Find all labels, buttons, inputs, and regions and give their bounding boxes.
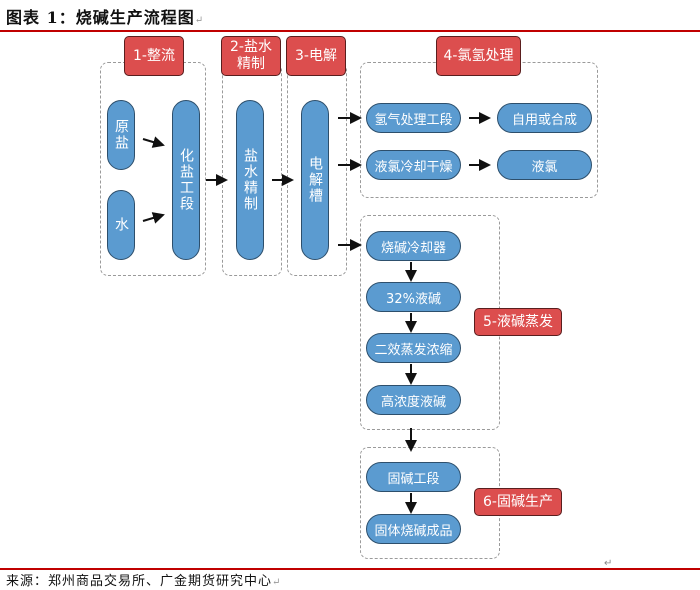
- figure-title: 图表 1：烧碱生产流程图↵: [6, 8, 205, 27]
- stage-tag-2: 2-盐水 精制: [221, 36, 281, 76]
- node-raw-salt: 原盐: [107, 100, 135, 170]
- node-water: 水: [107, 190, 135, 260]
- stage-tag-1: 1-整流: [124, 36, 184, 76]
- paragraph-mark: ↵: [604, 558, 613, 569]
- node-liquid-chlorine: 液氯: [497, 150, 592, 180]
- source-note: 来源：郑州商品交易所、广金期货研究中心↵: [6, 574, 282, 589]
- stage-tag-3: 3-电解: [286, 36, 346, 76]
- node-chlorine-cooling: 液氯冷却干燥: [366, 150, 461, 180]
- node-self-use: 自用或合成: [497, 103, 592, 133]
- node-hydrogen-treatment: 氢气处理工段: [366, 103, 461, 133]
- node-electrolyzer: 电解槽: [301, 100, 329, 260]
- top-rule: [0, 30, 700, 32]
- stage-tag-4: 4-氯氢处理: [436, 36, 521, 76]
- stage-tag-5: 5-液碱蒸发: [474, 308, 562, 336]
- bottom-rule: [0, 568, 700, 570]
- node-high-conc: 高浓度液碱: [366, 385, 461, 415]
- node-caustic-cooler: 烧碱冷却器: [366, 231, 461, 261]
- node-solid-section: 固碱工段: [366, 462, 461, 492]
- node-solid-product: 固体烧碱成品: [366, 514, 461, 544]
- stage-tag-6: 6-固碱生产: [474, 488, 562, 516]
- node-salt-dissolving: 化盐工段: [172, 100, 200, 260]
- node-brine-refining: 盐水精制: [236, 100, 264, 260]
- node-caustic-32: 32%液碱: [366, 282, 461, 312]
- node-double-effect: 二效蒸发浓缩: [366, 333, 461, 363]
